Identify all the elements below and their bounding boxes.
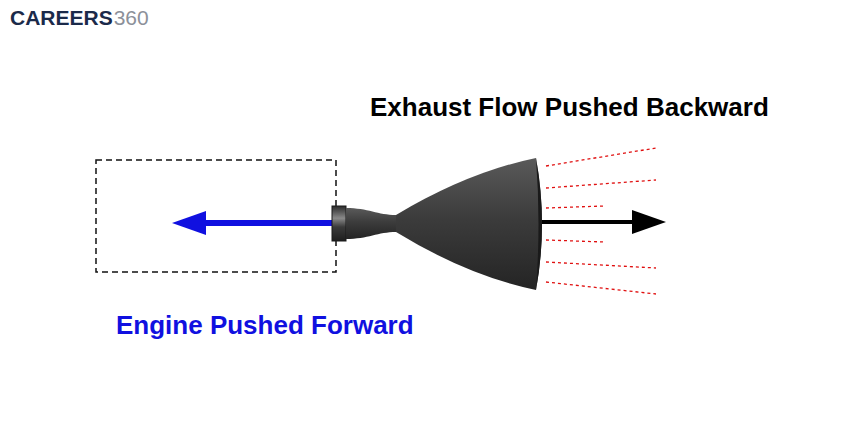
exhaust-label: Exhaust Flow Pushed Backward: [370, 94, 769, 120]
engine-boundary-box: [96, 160, 336, 272]
rocket-nozzle: [332, 158, 542, 290]
logo-number: 360: [114, 7, 149, 28]
engine-label: Engine Pushed Forward: [116, 312, 414, 338]
backward-arrow: [542, 210, 666, 234]
forward-arrow: [172, 211, 334, 235]
logo-word: CAREERS: [10, 7, 113, 28]
